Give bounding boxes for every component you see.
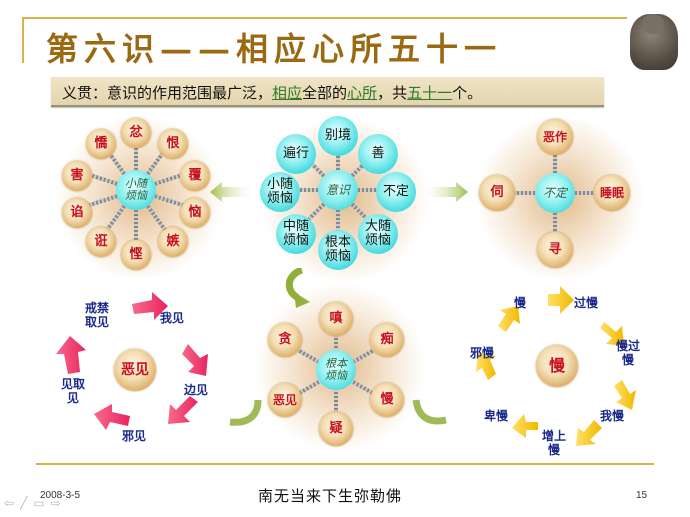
summary-banner (51, 77, 604, 107)
label-xiejian: 邪见 (122, 429, 147, 443)
node-chi: 痴 (370, 323, 404, 357)
node-xiaosui: 小随烦恼 (260, 172, 300, 212)
node-bianxing: 遍行 (276, 134, 316, 174)
label-man: 慢 (514, 296, 527, 310)
curved-arrow-right-icon (412, 399, 447, 425)
center-hub: 意识 (318, 170, 358, 210)
arrow-right-icon (420, 182, 468, 202)
node-biejing: 别境 (318, 116, 358, 156)
node-genben: 根本烦恼 (318, 230, 358, 270)
arrow-left-icon (210, 182, 256, 202)
menu-icon[interactable]: ▭ (33, 496, 45, 510)
label-jianqujian: 见取见 (60, 377, 85, 405)
root-hub: 根本烦恼 (316, 350, 356, 390)
label-zengshangman: 增上慢 (541, 429, 566, 457)
pen-icon[interactable]: ╱ (20, 496, 28, 510)
summary-mid2: ，共 (377, 84, 408, 102)
footer-rule (36, 463, 654, 465)
node-nao: 恼 (180, 198, 210, 228)
prev-slide-icon[interactable]: ⇦ (4, 496, 15, 510)
node-buding: 不定 (376, 172, 416, 212)
node-ji: 嫉 (158, 227, 188, 257)
node-qian: 悭 (121, 240, 151, 270)
spoke (555, 191, 600, 195)
link-fifty-one[interactable]: 五十一 (407, 84, 453, 102)
label-woman: 我慢 (600, 409, 625, 423)
node-xun: 寻 (537, 232, 573, 268)
node-jiao: 憍 (86, 129, 116, 159)
pride-center: 慢 (536, 345, 578, 387)
title-top-rule (22, 17, 627, 19)
link-xinsuo[interactable]: 心所 (347, 84, 378, 102)
node-hen: 恨 (158, 129, 188, 159)
indeterminate-hub: 不定 (535, 173, 575, 213)
node-shuimian: 睡眠 (594, 175, 630, 211)
node-shan: 善 (358, 134, 398, 174)
node-yi: 疑 (319, 412, 353, 446)
node-dasui: 大随烦恼 (358, 214, 398, 254)
curved-arrow-left-icon (229, 399, 262, 426)
footer-center-text: 南无当来下生弥勒佛 (258, 487, 403, 505)
label-jiejinqujian: 戒禁取见 (84, 301, 109, 329)
node-fu: 覆 (180, 161, 210, 191)
footer-date: 2008-3-5 (40, 490, 81, 501)
node-si: 伺 (479, 175, 515, 211)
buddha-statue-head (642, 14, 664, 34)
wrong-views-center: 恶见 (114, 349, 156, 391)
page-number: 15 (636, 490, 648, 501)
node-fen: 忿 (121, 118, 151, 148)
node-chan: 谄 (62, 198, 92, 228)
page-title: 第六识——相应心所五十一 (46, 30, 503, 68)
next-slide-icon[interactable]: ⇨ (50, 496, 61, 510)
node-hai: 害 (62, 161, 92, 191)
node-zhongsui: 中随烦恼 (276, 214, 316, 254)
pink-cycle-arrows-icon (56, 292, 208, 430)
summary-mid1: 全部的 (302, 84, 348, 102)
node-ezuo: 恶作 (537, 119, 573, 155)
title-left-rule (22, 17, 24, 63)
link-xiangying[interactable]: 相应 (272, 84, 303, 102)
label-xieman: 邪慢 (470, 346, 495, 360)
label-guoman: 过慢 (574, 296, 599, 310)
yellow-cycle-arrows-icon (476, 286, 636, 446)
spoke (338, 188, 388, 192)
summary-suffix: 个。 (452, 84, 483, 102)
slideshow-nav: ⇦ ╱ ▭ ⇨ (4, 496, 61, 510)
label-manguoman: 慢过慢 (615, 339, 640, 367)
node-chen: 嗔 (319, 302, 353, 336)
node-ejian: 恶见 (268, 383, 302, 417)
summary-prefix: 义贯：意识的作用范围最广泛， (62, 84, 273, 102)
node-kuang: 诳 (86, 227, 116, 257)
node-tan: 贪 (268, 323, 302, 357)
minor-hub: 小随烦恼 (116, 170, 156, 210)
label-bianjian: 边见 (184, 383, 209, 397)
label-wojian: 我见 (160, 311, 185, 325)
summary-text: 义贯：意识的作用范围最广泛，相应全部的心所，共五十一个。 (62, 82, 482, 103)
label-beiman: 卑慢 (484, 409, 509, 423)
node-man: 慢 (370, 383, 404, 417)
